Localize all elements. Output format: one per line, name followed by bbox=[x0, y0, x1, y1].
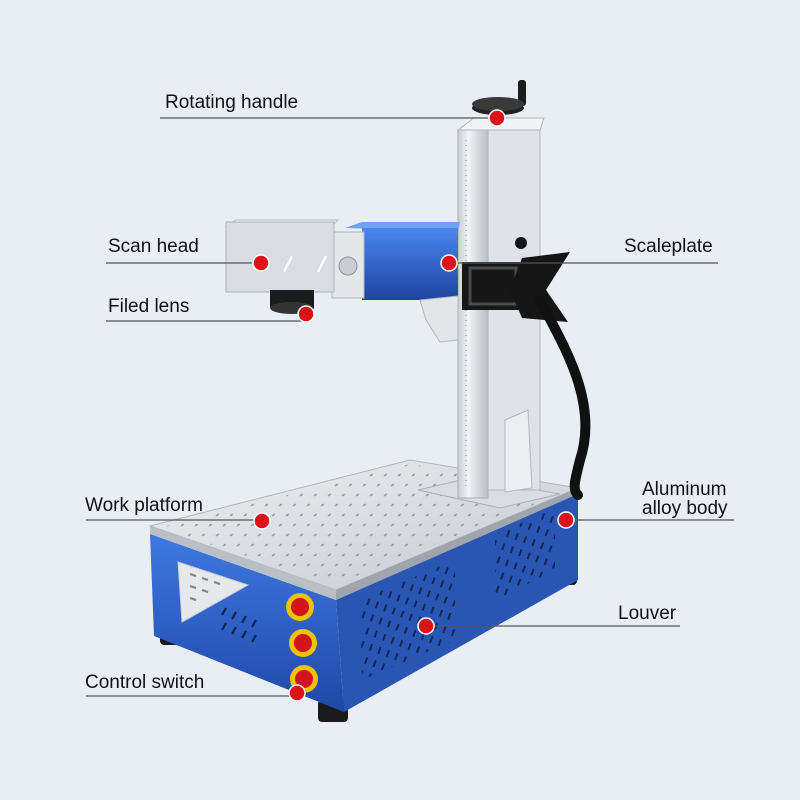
label-aluminum-alloy-body: Aluminum alloy body bbox=[642, 480, 728, 518]
label-work-platform: Work platform bbox=[85, 495, 203, 516]
leader-lines bbox=[86, 117, 734, 697]
marker-louver bbox=[417, 617, 435, 635]
right-side-louver bbox=[495, 508, 555, 600]
marker-rotating-handle bbox=[488, 109, 506, 127]
column-front bbox=[457, 129, 489, 499]
monitor-mount bbox=[462, 237, 570, 322]
cable bbox=[535, 295, 591, 500]
arm-bracket bbox=[419, 295, 459, 343]
marker-scan-head bbox=[252, 254, 270, 272]
front-louver bbox=[360, 560, 455, 680]
scan-head-body bbox=[225, 221, 335, 293]
marker-filed-lens bbox=[297, 305, 315, 323]
column-support-fin bbox=[504, 409, 533, 493]
front-side-slots bbox=[221, 607, 257, 643]
label-aluminum-line2: alloy body bbox=[642, 498, 728, 519]
label-filed-lens: Filed lens bbox=[108, 296, 190, 317]
markers bbox=[252, 109, 575, 702]
marker-control-switch bbox=[288, 684, 306, 702]
marker-work-platform bbox=[253, 512, 271, 530]
label-scaleplate: Scaleplate bbox=[624, 236, 713, 257]
rotating-handle bbox=[472, 80, 526, 115]
column-base-plate bbox=[417, 477, 561, 509]
label-aluminum-line1: Aluminum bbox=[642, 479, 727, 500]
label-louver: Louver bbox=[618, 603, 677, 624]
marker-aluminum-body bbox=[557, 511, 575, 529]
triangle-vent-plate bbox=[177, 561, 250, 623]
label-rotating-handle: Rotating handle bbox=[165, 92, 299, 113]
marker-scaleplate bbox=[440, 254, 458, 272]
control-buttons bbox=[286, 593, 318, 693]
platform-front-edge bbox=[150, 526, 336, 600]
label-control-switch: Control switch bbox=[85, 672, 205, 693]
label-scan-head: Scan head bbox=[108, 236, 199, 257]
triangle-slots bbox=[189, 573, 221, 601]
platform-right-edge bbox=[336, 488, 578, 600]
